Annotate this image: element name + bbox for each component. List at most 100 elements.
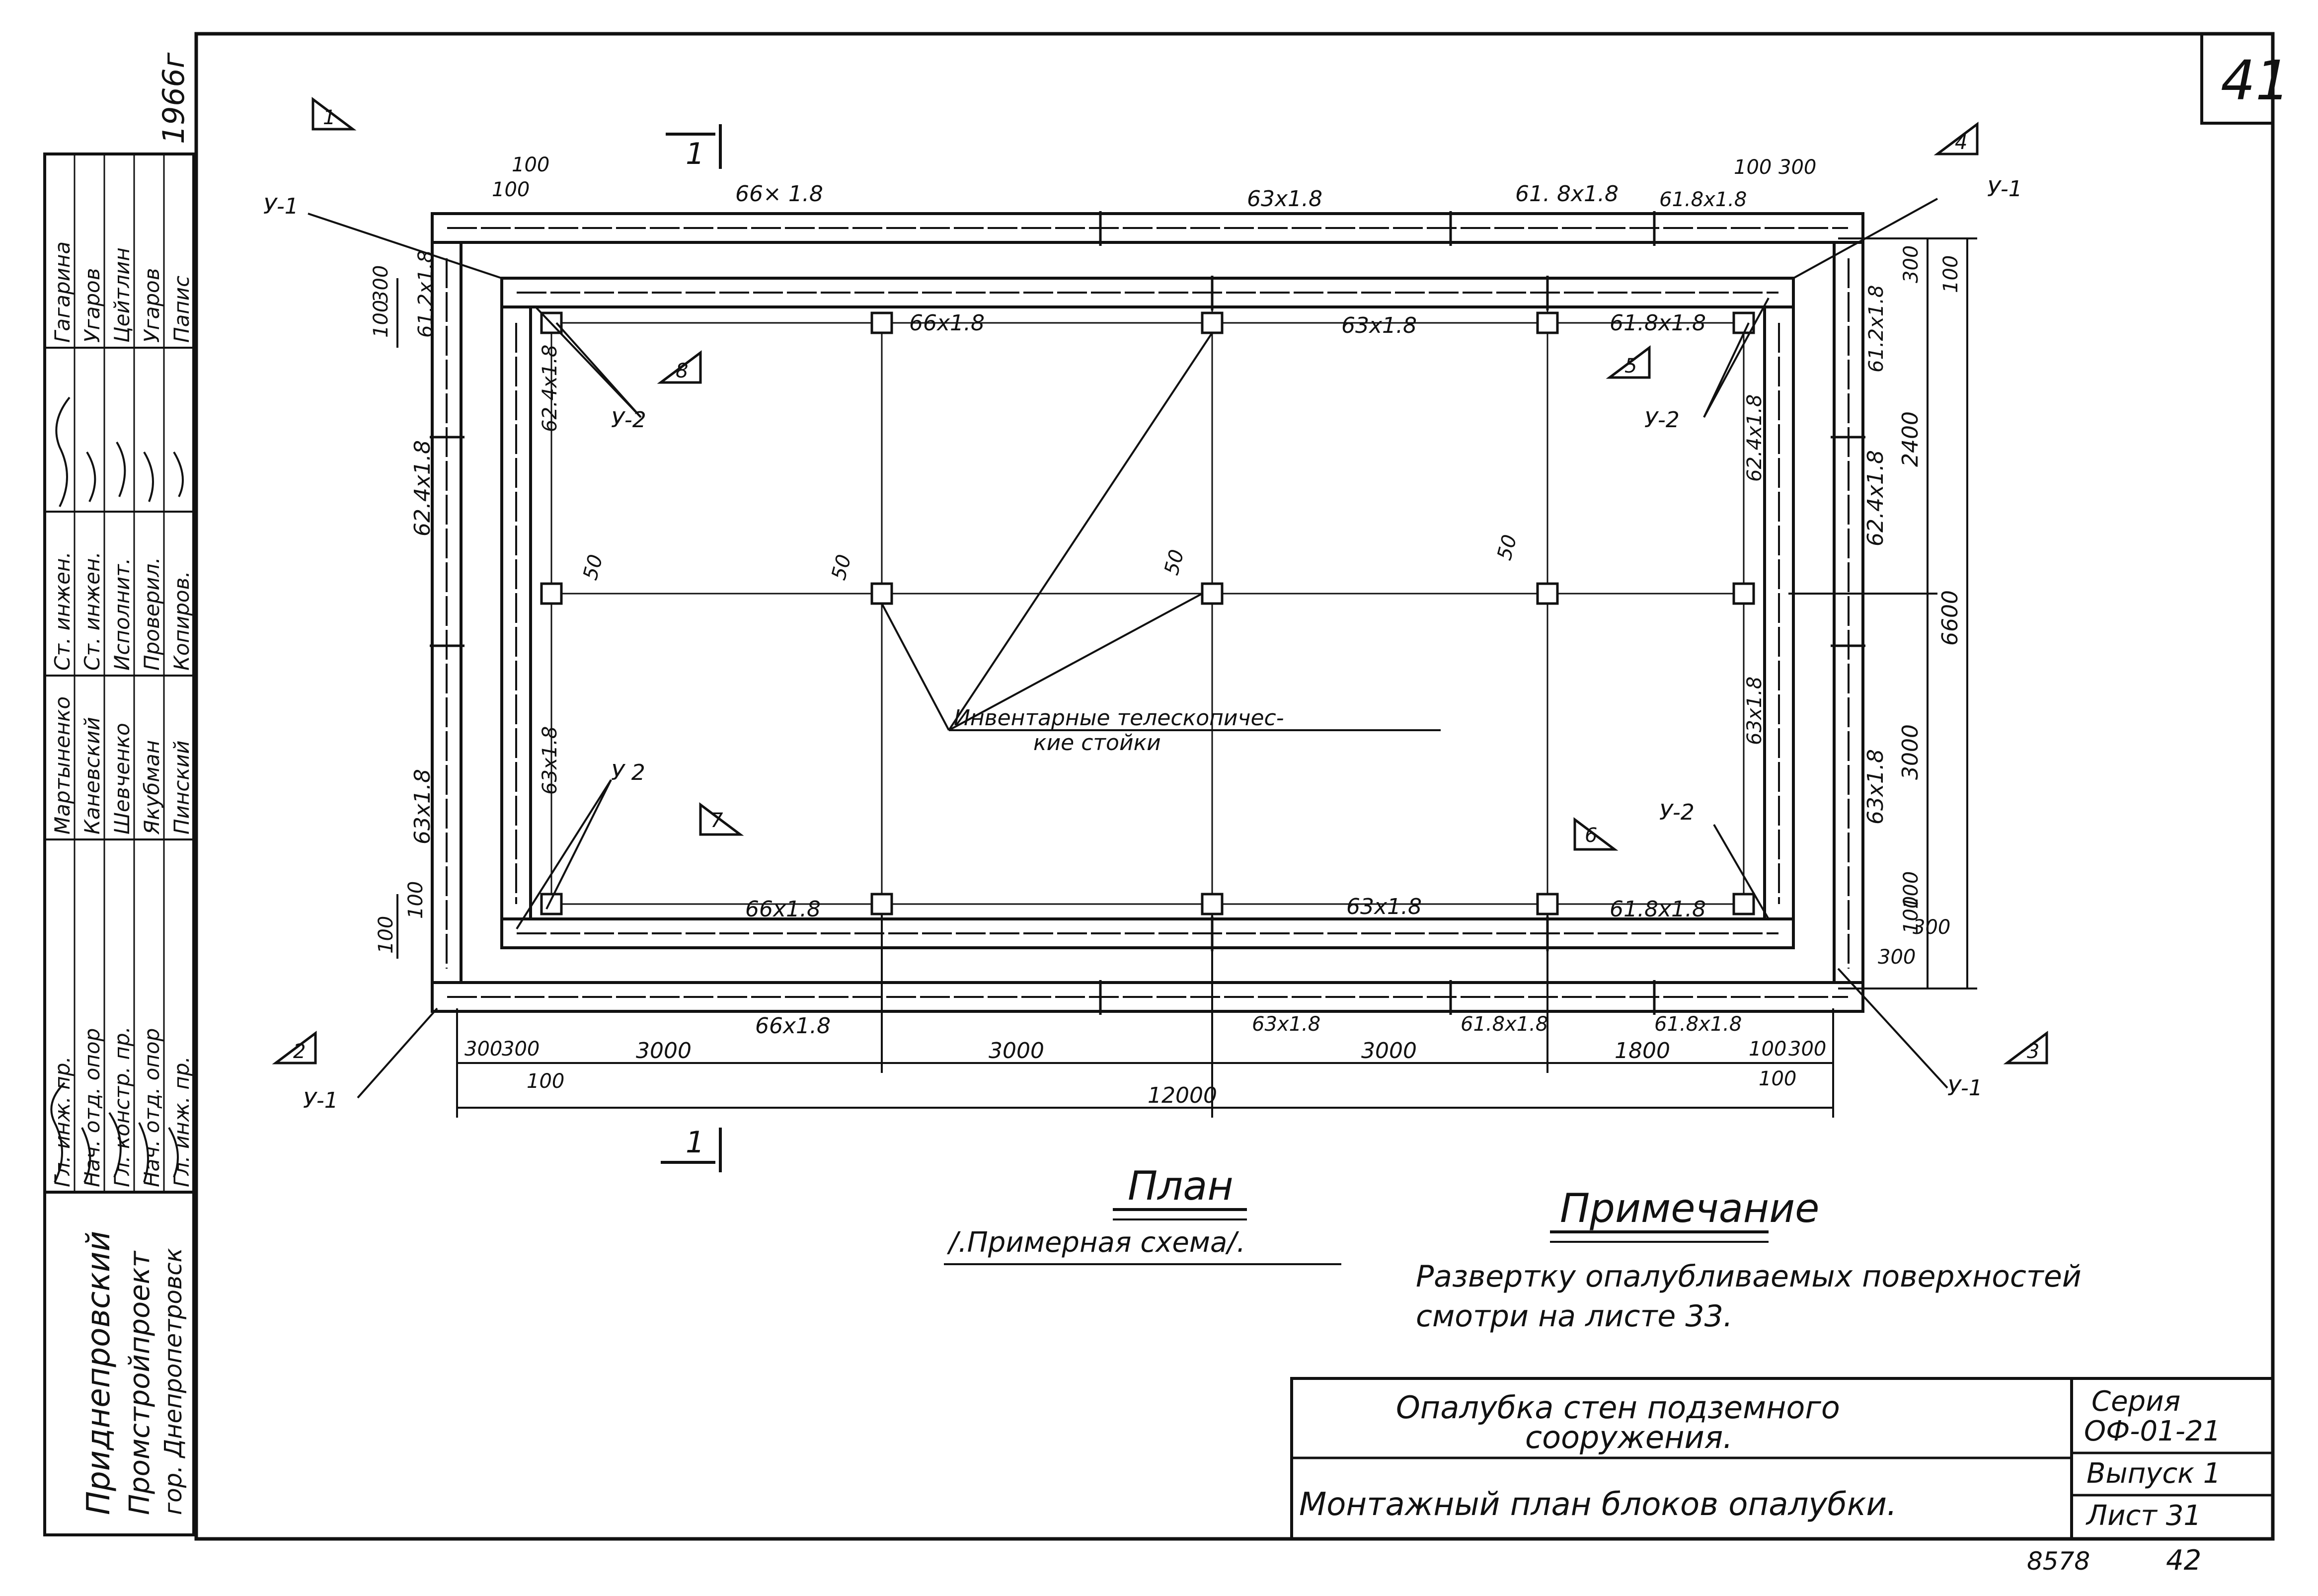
- plan-subtitle: /.Примерная схема/.: [946, 1226, 1245, 1259]
- corner-mark-4: 4: [1955, 131, 1967, 154]
- node-label-u1-top-right: У-1: [1987, 176, 2022, 202]
- stamp-name-3: Шевченко: [110, 723, 134, 835]
- wall-bottom-outer-2: 63x1.8: [1252, 1013, 1320, 1036]
- dim-bottom-2: 300: [502, 1038, 540, 1061]
- footer-page: 42: [2166, 1544, 2201, 1577]
- sheet-number-box: [2200, 32, 2274, 125]
- plan-title: План: [1128, 1163, 1234, 1209]
- wall-bottom-inner-1: 66x1.8: [745, 897, 821, 922]
- wall-left-4: 63x1.8: [539, 726, 561, 795]
- dim-50-2: 50: [827, 552, 856, 583]
- note-text-line1: Развертку опалубливаемых поверхностей: [1416, 1259, 2082, 1294]
- stamp-name2-4: Угаров: [140, 268, 164, 343]
- dim-bottom-9: 300: [1788, 1038, 1826, 1061]
- title-line2: сооружения.: [1525, 1419, 1733, 1455]
- org-name-1: Приднепровский: [80, 1231, 117, 1515]
- node-leaders: [308, 198, 1948, 1099]
- dim-right-2: 100: [1939, 255, 1962, 293]
- org-name-2: Промстройпроект: [124, 1251, 156, 1515]
- wall-right-3: 62.4x1.8: [1743, 394, 1766, 482]
- wall-top-inner-1: 66x1.8: [909, 310, 985, 336]
- stamp-name2-3: Цейтлин: [110, 247, 134, 343]
- note-title: Примечание: [1560, 1185, 1819, 1231]
- post-note-leaders: [881, 332, 1441, 731]
- dim-50-1: 50: [579, 552, 608, 583]
- dim-total: 12000: [1148, 1083, 1217, 1108]
- stamp-name-2: Каневский: [80, 717, 104, 835]
- dim-bottom-10: 100: [1759, 1067, 1796, 1090]
- stamp-role2-1: Ст. инжен.: [50, 551, 75, 671]
- dim-top-4: 300: [1778, 156, 1816, 179]
- stamp-role-4: Нач. отд. опор: [140, 1028, 164, 1187]
- wall-left-2: 63x1.8: [410, 769, 435, 844]
- dim-top-2: 100: [492, 178, 530, 201]
- sheet-number: 41: [2221, 49, 2290, 112]
- dim-right-total: 6600: [1937, 590, 1963, 646]
- wall-top-outer-4: 61.8x1.8: [1659, 188, 1747, 211]
- stamp-name2-1: Гагарина: [50, 241, 75, 343]
- dim-bottom-8: 100: [1749, 1038, 1786, 1061]
- plan-drawing: Инвентарные телескопичес- кие стойки 1: [263, 97, 2048, 1172]
- dim-50-4: 50: [1493, 532, 1522, 563]
- node-label-u2-bottom-left: У 2: [611, 760, 645, 785]
- stamp-role-2: Нач. отд. опор: [80, 1028, 104, 1187]
- footer-number: 8578: [2027, 1547, 2090, 1576]
- stamp-role-5: Гл. инж. пр.: [169, 1056, 194, 1187]
- dim-bottom-5: 3000: [989, 1038, 1044, 1064]
- dim-50-3: 50: [1160, 547, 1189, 578]
- corner-markers: [272, 97, 2048, 1064]
- corner-mark-2: 2: [293, 1040, 306, 1063]
- dim-right-5: 100: [1900, 871, 1923, 909]
- wall-bottom-inner-2: 63x1.8: [1346, 894, 1422, 919]
- corner-mark-6: 6: [1585, 824, 1597, 847]
- series-label: Серия: [2091, 1385, 2180, 1418]
- issue-label: Выпуск 1: [2086, 1457, 2221, 1490]
- stamp-name2-5: Папис: [169, 276, 194, 343]
- corner-mark-8: 8: [676, 360, 688, 382]
- stamp-name-4: Якубман: [140, 740, 164, 835]
- note-text-line2: смотри на листе 33.: [1416, 1299, 1733, 1334]
- stamp-role-3: Гл. констр. пр.: [110, 1026, 134, 1187]
- node-label-u2-top-left: У-2: [611, 407, 646, 433]
- posts-note-line1: Инвентарные телескопичес-: [954, 705, 1284, 731]
- panel-ribs: [446, 227, 1850, 998]
- section-mark-top-label: 1: [686, 137, 704, 171]
- wall-bottom-outer-3: 61.8x1.8: [1461, 1013, 1548, 1036]
- stamp-name-1: Мартыненко: [50, 696, 75, 835]
- dim-left-1: 100: [370, 300, 392, 338]
- section-mark-top: [666, 124, 722, 169]
- dim-top-1: 100: [512, 153, 549, 176]
- dimension-lines: [396, 237, 1977, 1118]
- wall-right-2: 63x1.8: [1863, 749, 1888, 825]
- stamp-role2-4: Проверил.: [140, 557, 164, 671]
- node-label-u1-top-left: У-1: [263, 194, 299, 219]
- outer-wall-right: [1833, 241, 1864, 984]
- title-line1: Опалубка стен подземного: [1396, 1389, 1840, 1426]
- wall-left-1: 62.4x1.8: [410, 440, 435, 536]
- corner-mark-3: 3: [2027, 1040, 2039, 1063]
- inner-wall-right: [1763, 305, 1795, 920]
- stamp-name-5: Пинский: [169, 741, 194, 835]
- node-label-u2-top-right: У-2: [1644, 407, 1680, 433]
- title-subtitle: Монтажный план блоков опалубки.: [1299, 1486, 1897, 1523]
- inner-wall-left: [500, 305, 532, 920]
- side-stamp: 1966г Гл. инж. пр. Нач. отд. опор Гл. ко…: [43, 52, 195, 1536]
- series-code: ОФ-01-21: [2084, 1415, 2221, 1447]
- corner-mark-7: 7: [710, 809, 723, 832]
- title-block: [1290, 1377, 2274, 1540]
- wall-right-4: 63x1.8: [1743, 677, 1766, 745]
- node-label-u1-bottom-right: У-1: [1947, 1075, 1983, 1101]
- stamp-role2-3: Исполнит.: [110, 558, 134, 671]
- dim-bottom-1: 300: [464, 1038, 502, 1061]
- wall-top-inner-2: 63x1.8: [1341, 313, 1417, 338]
- corner-mark-1: 1: [323, 106, 335, 129]
- dim-right-7: 300: [1878, 946, 1916, 969]
- wall-bottom-outer-4: 61.8x1.8: [1654, 1013, 1742, 1036]
- signature-scribbles: [50, 396, 184, 1183]
- dim-left-2: 300: [370, 265, 392, 303]
- stamp-role2-2: Ст. инжен.: [80, 551, 104, 671]
- sheet-frame: [194, 32, 2275, 1541]
- posts-note-line2: кие стойки: [1033, 730, 1161, 756]
- wall-top-outer-1: 66× 1.8: [735, 181, 823, 207]
